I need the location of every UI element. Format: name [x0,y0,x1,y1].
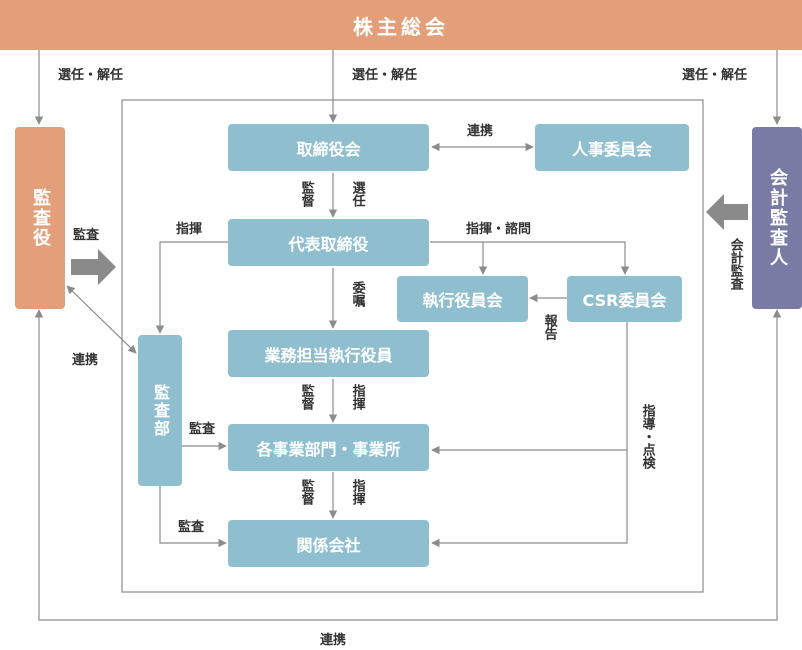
shareholders-label: 株主総会 [353,14,449,39]
label-command-divisions: 指揮 [349,479,365,505]
affiliates-box: 関係会社 [228,520,429,567]
divisions-box: 各事業部門・事業所 [228,424,429,471]
csr-committee-label: CSR委員会 [582,291,667,310]
arrow-csr-affiliates [431,322,628,548]
arrow-audit-affiliates [159,486,227,548]
label-audit-affiliates: 監査 [178,520,205,535]
divisions-label: 各事業部門・事業所 [256,439,401,459]
accounting-auditor-label: 会計監査人 [767,168,788,268]
label-cooperation-bottom: 連携 [320,633,347,648]
label-supervise-officers: 監督 [298,384,314,410]
label-cooperation-auditor-audit: 連携 [72,353,99,368]
label-supervise-board: 監督 [298,181,314,207]
internal-audit-label: 監査部 [151,383,170,438]
executive-officers-label: 業務担当執行役員 [264,345,393,365]
internal-audit-box: 監査部 [138,335,182,486]
label-elect-dismiss-left: 選任・解任 [58,68,124,83]
label-command-officers: 指揮 [349,384,365,410]
label-command-audit: 指揮 [176,222,203,237]
arrow-auditors-accounting [34,309,782,621]
affiliates-label: 関係会社 [296,535,361,555]
arrow-representative-csr [430,241,630,275]
label-audit-auditors: 監査 [73,228,100,243]
representative-box: 代表取締役 [228,219,429,266]
auditors-label: 監査役 [30,188,51,248]
board-label: 取締役会 [296,139,361,159]
hr-committee-box: 人事委員会 [535,124,689,171]
board-box: 取締役会 [228,124,429,171]
executive-committee-label: 執行役員会 [422,291,503,310]
arrow-representative-audit [155,241,228,334]
label-elect-dismiss-right: 選任・解任 [682,68,748,83]
csr-committee-box: CSR委員会 [567,276,682,322]
label-audit-divisions: 監査 [189,422,216,437]
label-supervise-divisions: 監督 [298,479,314,505]
label-delegate: 委嘱 [349,281,365,307]
representative-label: 代表取締役 [288,234,369,254]
label-command-inquiry: 指揮・諮問 [466,222,532,237]
auditors-box: 監査役 [15,127,65,309]
label-guidance-inspection: 指導・点検 [639,404,655,469]
shareholders-meeting: 株主総会 [0,0,802,50]
hr-committee-label: 人事委員会 [571,139,652,159]
accounting-auditor-box: 会計監査人 [752,127,802,309]
audit-block-arrow [71,249,116,285]
label-elect-board: 選任 [349,181,365,207]
label-accounting-audit: 会計監査 [727,238,743,290]
label-cooperation-board-hr: 連携 [467,124,494,139]
arrow-auditors-audit [66,285,137,354]
executive-officers-box: 業務担当執行役員 [228,330,429,377]
executive-committee-box: 執行役員会 [397,276,528,322]
label-elect-dismiss-center: 選任・解任 [352,68,418,83]
accounting-block-arrow [706,194,748,230]
label-report: 報告 [541,314,557,340]
